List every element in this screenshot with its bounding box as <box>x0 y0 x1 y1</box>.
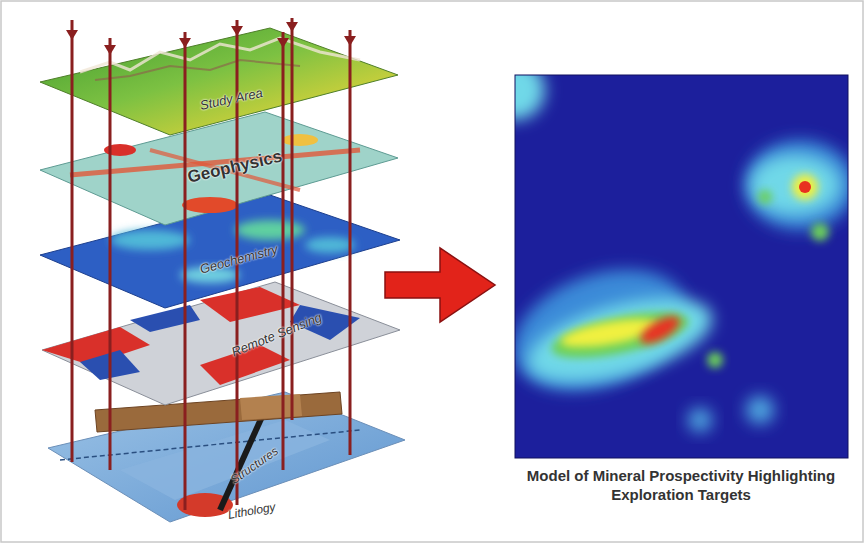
figure-caption: Model of Mineral Prospectivity Highlight… <box>511 466 851 504</box>
